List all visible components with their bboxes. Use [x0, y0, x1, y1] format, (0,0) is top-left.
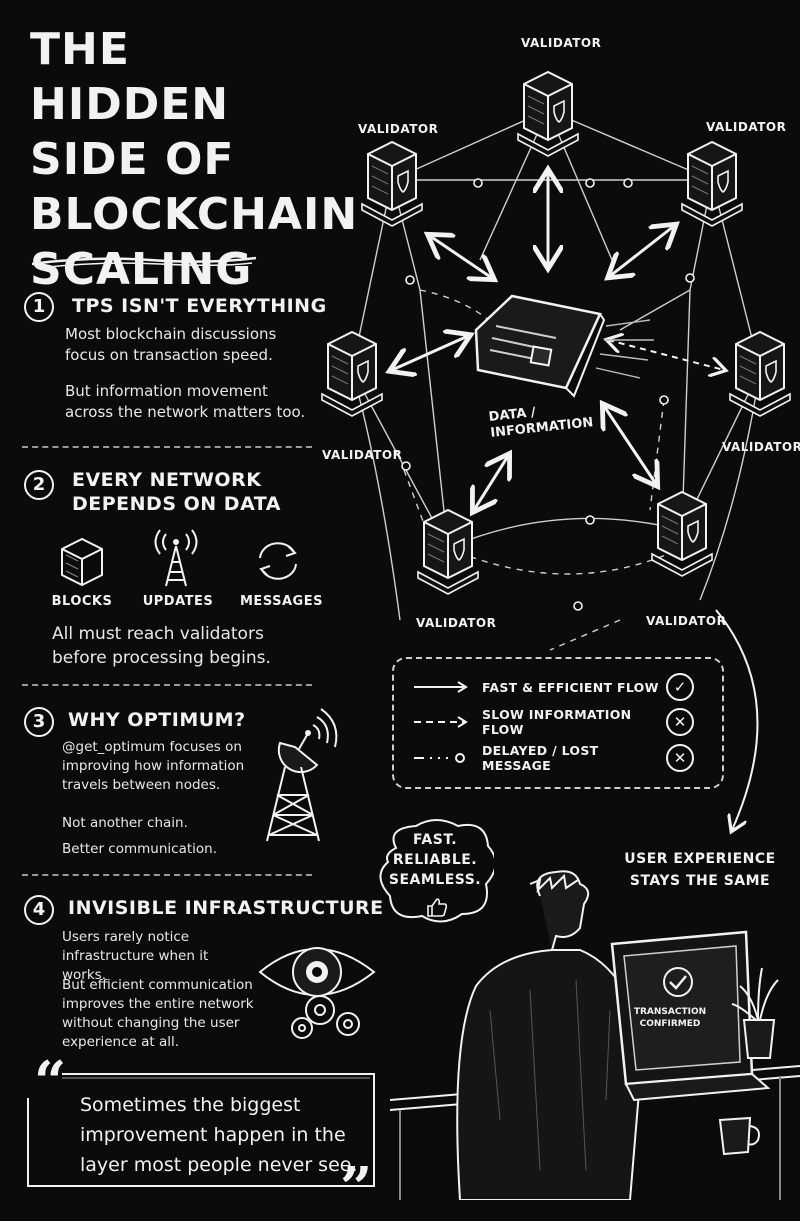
- section-3-paragraph-3: Better communication.: [62, 841, 217, 857]
- ux-flow-arrow: [715, 609, 759, 830]
- quote-line-2: improvement happen in the: [80, 1124, 346, 1146]
- validator-label-lower-right: VALIDATOR: [646, 614, 727, 628]
- legend-row-delayed: DELAYED / LOST MESSAGE ✕: [412, 743, 694, 773]
- validator-label-left: VALIDATOR: [322, 448, 403, 462]
- antenna-tower-icon: [154, 529, 198, 587]
- ux-line-1: USER EXPERIENCE: [624, 851, 776, 867]
- section-2-heading-line-1: EVERY NETWORK: [72, 469, 262, 491]
- section-4-paragraph-1: Users rarely notice infrastructure when …: [62, 929, 209, 983]
- thought-bubble: [379, 819, 494, 923]
- title-line-1: THE HIDDEN: [30, 24, 230, 130]
- validator-network-diagram: [321, 71, 791, 850]
- page-title: THE HIDDEN SIDE OF BLOCKCHAIN SCALING: [30, 22, 359, 297]
- bubble-line-3: SEAMLESS.: [388, 872, 482, 888]
- section-1-paragraph-2: But information movement across the netw…: [65, 382, 306, 421]
- section-3-number: 3: [24, 707, 54, 737]
- section-divider: [22, 446, 312, 448]
- section-1-paragraph-1: Most blockchain discussions focus on tra…: [65, 325, 277, 364]
- satellite-tower-icon: [266, 708, 338, 842]
- section-1-number: 1: [24, 292, 54, 322]
- section-4-heading: INVISIBLE INFRASTRUCTURE: [68, 897, 384, 919]
- section-4-number: 4: [24, 895, 54, 925]
- quote-text: Sometimes the biggest improvement happen…: [80, 1090, 360, 1180]
- validator-label-top: VALIDATOR: [521, 36, 602, 50]
- section-divider: [22, 684, 312, 686]
- legend-row-slow: SLOW INFORMATION FLOW ✕: [412, 707, 694, 737]
- legend-text-fast: FAST & EFFICIENT FLOW: [482, 679, 659, 695]
- quote-line-3: layer most people never see.: [80, 1154, 358, 1176]
- relay-dots: [401, 178, 695, 611]
- icon-label-messages: MESSAGES: [240, 594, 323, 609]
- thought-bubble-text: FAST. RELIABLE. SEAMLESS.: [380, 830, 490, 890]
- title-line-3: BLOCKCHAIN: [30, 189, 359, 240]
- icon-label-blocks: BLOCKS: [51, 594, 113, 609]
- validator-label-upper-right: VALIDATOR: [706, 120, 787, 134]
- section-3-paragraph-1: @get_optimum focuses on improving how in…: [62, 739, 245, 793]
- legend-text-delayed: DELAYED / LOST MESSAGE: [482, 743, 599, 773]
- section-2-paragraph: All must reach validators before process…: [52, 624, 271, 668]
- dash-dot-circle-icon: [414, 753, 465, 763]
- block-cube-icon: [61, 537, 103, 587]
- icon-label-updates: UPDATES: [142, 594, 214, 609]
- data-packet-icon: [474, 294, 654, 398]
- section-2-number: 2: [24, 470, 54, 500]
- dashed-arrow-icon: [414, 716, 468, 728]
- section-2-heading-line-2: DEPENDS ON DATA: [72, 493, 281, 515]
- laptop-screen-message: TRANSACTION CONFIRMED: [622, 1006, 718, 1030]
- bubble-line-2: RELIABLE.: [392, 852, 478, 868]
- title-underline: [31, 256, 257, 269]
- ux-line-2: STAYS THE SAME: [629, 873, 771, 889]
- screen-line-2: CONFIRMED: [639, 1019, 701, 1029]
- validator-node-top: [517, 71, 579, 157]
- section-divider: [22, 874, 312, 876]
- validator-node-lower-left: [417, 509, 479, 595]
- flow-legend: FAST & EFFICIENT FLOW ✓ SLOW INFORMATION…: [392, 657, 724, 789]
- x-circle-icon: ✕: [666, 708, 694, 736]
- quote-frame: [27, 1073, 375, 1187]
- quote-open-mark: “: [34, 1049, 67, 1115]
- section-1-heading: TPS ISN'T EVERYTHING: [72, 295, 327, 317]
- validator-node-lower-right: [651, 491, 713, 577]
- section-4-paragraph-2: But efficient communication improves the…: [62, 977, 254, 1050]
- x-circle-icon: ✕: [666, 744, 694, 772]
- section-3-paragraph-2: Not another chain.: [62, 815, 188, 831]
- validator-node-upper-right: [681, 141, 743, 227]
- validator-node-upper-left: [361, 141, 423, 227]
- title-line-2: SIDE OF: [30, 134, 235, 185]
- title-line-4: SCALING: [30, 244, 253, 295]
- sync-arrows-icon: [259, 542, 297, 580]
- screen-line-1: TRANSACTION: [633, 1007, 707, 1017]
- quote-line-1: Sometimes the biggest: [80, 1094, 301, 1116]
- thumbs-up-icon: [427, 898, 448, 917]
- solid-arrow-icon: [414, 681, 468, 693]
- section-2-heading: EVERY NETWORK DEPENDS ON DATA: [72, 468, 281, 516]
- validator-label-right: VALIDATOR: [722, 440, 800, 454]
- bubble-line-1: FAST.: [412, 832, 458, 848]
- section-3-heading: WHY OPTIMUM?: [68, 709, 246, 731]
- data-flow-arrows: [392, 172, 674, 510]
- check-circle-icon: ✓: [666, 673, 694, 701]
- eye-gears-icon: [258, 947, 376, 1039]
- validator-node-left: [321, 331, 383, 417]
- validator-label-upper-left: VALIDATOR: [358, 122, 439, 136]
- validator-label-lower-left: VALIDATOR: [416, 616, 497, 630]
- user-experience-label: USER EXPERIENCE STAYS THE SAME: [620, 848, 780, 892]
- legend-row-fast: FAST & EFFICIENT FLOW ✓: [412, 673, 694, 701]
- validator-node-right: [729, 331, 791, 417]
- user-at-laptop-illustration: [389, 870, 800, 1200]
- legend-text-slow: SLOW INFORMATION FLOW: [482, 707, 632, 737]
